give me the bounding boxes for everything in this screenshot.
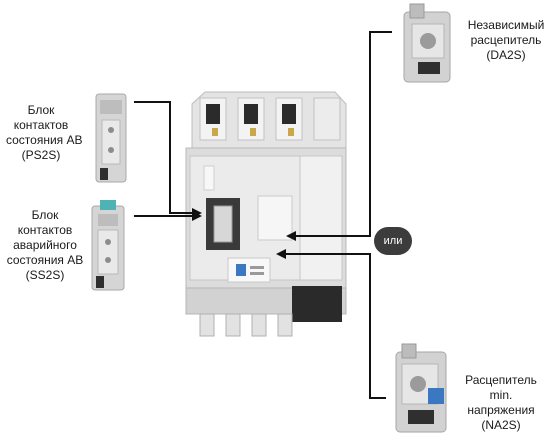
circuit-breaker-illustration (185, 91, 347, 337)
ps2s-module-illustration (95, 93, 127, 183)
label-na2s-line: Расцепитель (465, 373, 537, 387)
label-ps2s: Блок контактов состояния АВ (PS2S) (6, 103, 83, 163)
label-ss2s-line: Блок (31, 208, 59, 222)
label-ps2s-line: состояния АВ (6, 133, 83, 147)
da2s-module-illustration (403, 3, 451, 83)
label-da2s-line: расцепитель (470, 33, 542, 47)
label-ss2s-line: аварийного (13, 238, 77, 252)
label-da2s: Независимый расцепитель (DA2S) (462, 18, 550, 63)
label-ps2s-line: Блок (27, 103, 55, 117)
connector-da2s (286, 31, 392, 241)
label-ps2s-line: (PS2S) (21, 148, 61, 162)
label-na2s-line: (NA2S) (481, 418, 521, 432)
connector-ps2s (134, 101, 202, 218)
connector-na2s (276, 249, 386, 399)
label-da2s-line: Независимый (467, 18, 545, 32)
label-ss2s-line: контактов (17, 223, 73, 237)
ss2s-module-illustration (91, 200, 125, 291)
label-na2s-line: min. (489, 388, 513, 402)
label-ss2s: Блок контактов аварийного состояния АВ (… (6, 208, 84, 283)
label-na2s-line: напряжения (467, 403, 535, 417)
label-da2s-line: (DA2S) (486, 48, 526, 62)
label-ps2s-line: контактов (13, 118, 69, 132)
na2s-module-illustration (395, 343, 447, 433)
label-ss2s-line: состояния АВ (6, 253, 84, 267)
label-ss2s-line: (SS2S) (25, 268, 65, 282)
label-na2s: Расцепитель min. напряжения (NA2S) (452, 373, 550, 433)
or-badge: или (374, 227, 412, 255)
